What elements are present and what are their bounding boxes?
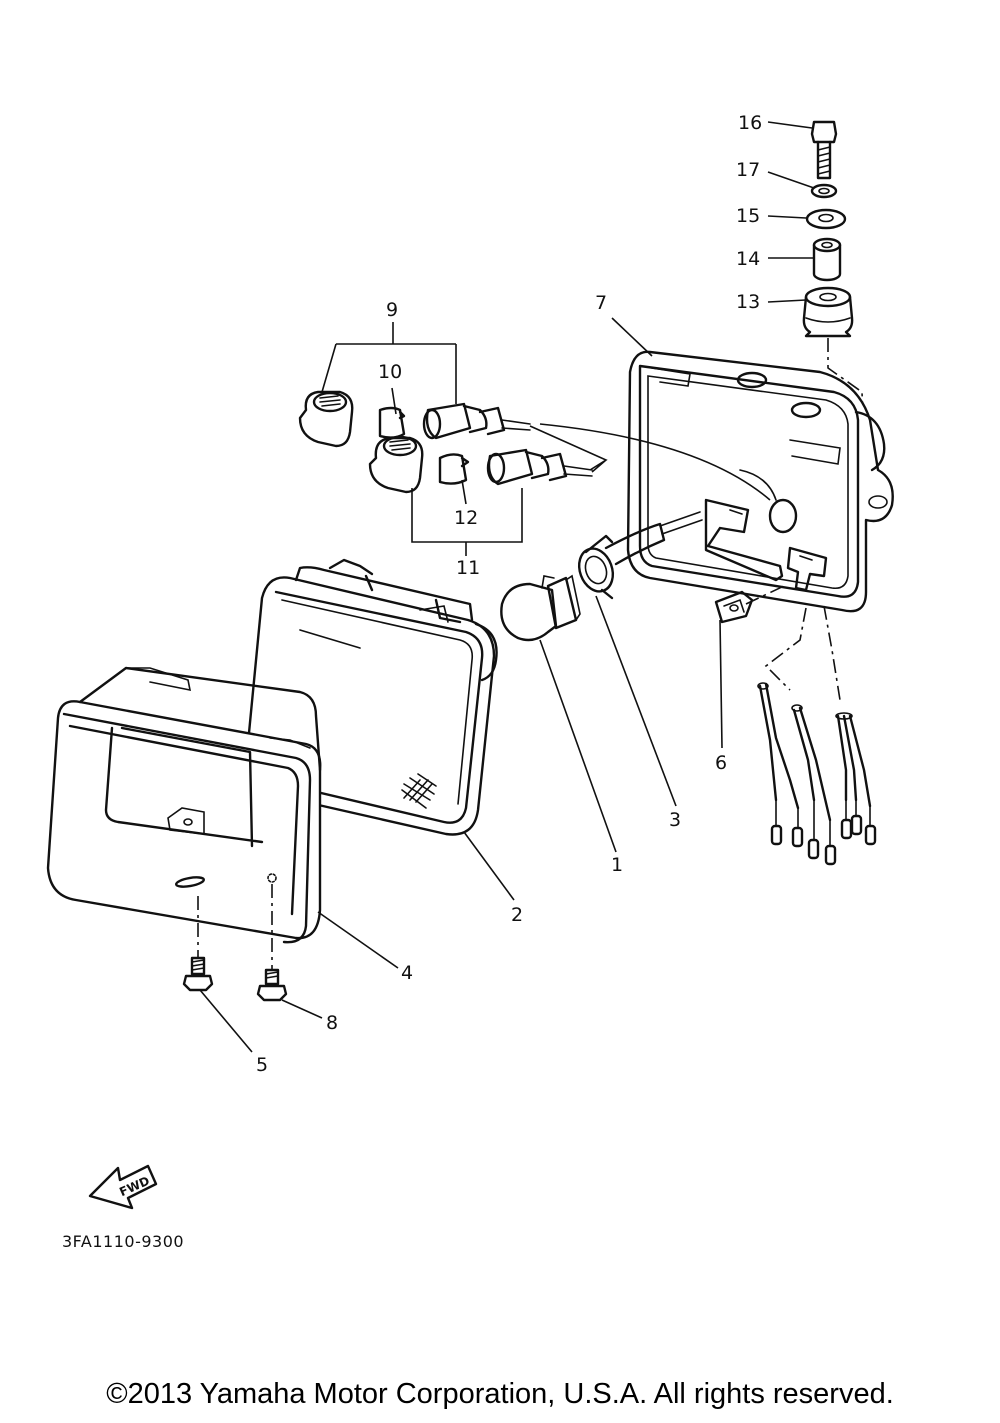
clip-axis-line bbox=[745, 585, 785, 605]
callout-8: 8 bbox=[326, 1012, 338, 1034]
callout-13: 13 bbox=[736, 291, 760, 313]
callout-12: 12 bbox=[454, 507, 478, 529]
bulb-part-1 bbox=[500, 574, 581, 642]
collar-part-14 bbox=[812, 237, 842, 282]
washer-part-17 bbox=[810, 183, 838, 199]
position-lamp-socket-lower bbox=[486, 448, 593, 486]
callout-16: 16 bbox=[738, 112, 762, 134]
screw-part-8 bbox=[256, 968, 288, 1002]
leader-lines bbox=[199, 121, 815, 1053]
headlight-bezel-part-4 bbox=[46, 666, 322, 944]
drawing-code: 3FA1110-9300 bbox=[62, 1232, 185, 1251]
callout-7: 7 bbox=[595, 292, 607, 314]
position-lamp-cover-upper bbox=[298, 390, 354, 448]
callout-6: 6 bbox=[715, 752, 727, 774]
callout-17: 17 bbox=[736, 159, 760, 181]
headlight-housing-part-7 bbox=[626, 350, 894, 613]
copyright-notice: ©2013 Yamaha Motor Corporation, U.S.A. A… bbox=[106, 1378, 894, 1410]
clip-nut-part-6 bbox=[714, 590, 754, 624]
grommet-part-13 bbox=[802, 286, 854, 338]
position-lamp-bulb-lower-part-12 bbox=[438, 453, 470, 485]
position-lamp-bulb-upper-part-10 bbox=[378, 406, 406, 439]
position-lamp-cover-lower bbox=[368, 435, 424, 494]
wire-harness-leads bbox=[757, 605, 877, 866]
washer-part-15 bbox=[805, 208, 847, 230]
callout-11: 11 bbox=[456, 557, 480, 579]
callout-9: 9 bbox=[386, 299, 398, 321]
fwd-arrow-icon: FWD bbox=[88, 1164, 158, 1210]
callout-1: 1 bbox=[611, 854, 623, 876]
screw-part-5 bbox=[182, 956, 214, 992]
wire-route-lines bbox=[529, 423, 771, 501]
position-lamp-socket-upper bbox=[422, 402, 531, 440]
callout-3: 3 bbox=[669, 809, 681, 831]
callout-5: 5 bbox=[256, 1054, 268, 1076]
callout-4: 4 bbox=[401, 962, 413, 984]
socket-part-3 bbox=[577, 511, 703, 600]
callout-14: 14 bbox=[736, 248, 760, 270]
callout-2: 2 bbox=[511, 904, 523, 926]
callout-15: 15 bbox=[736, 205, 760, 227]
callout-10: 10 bbox=[378, 361, 402, 383]
bolt-part-16 bbox=[810, 120, 838, 180]
